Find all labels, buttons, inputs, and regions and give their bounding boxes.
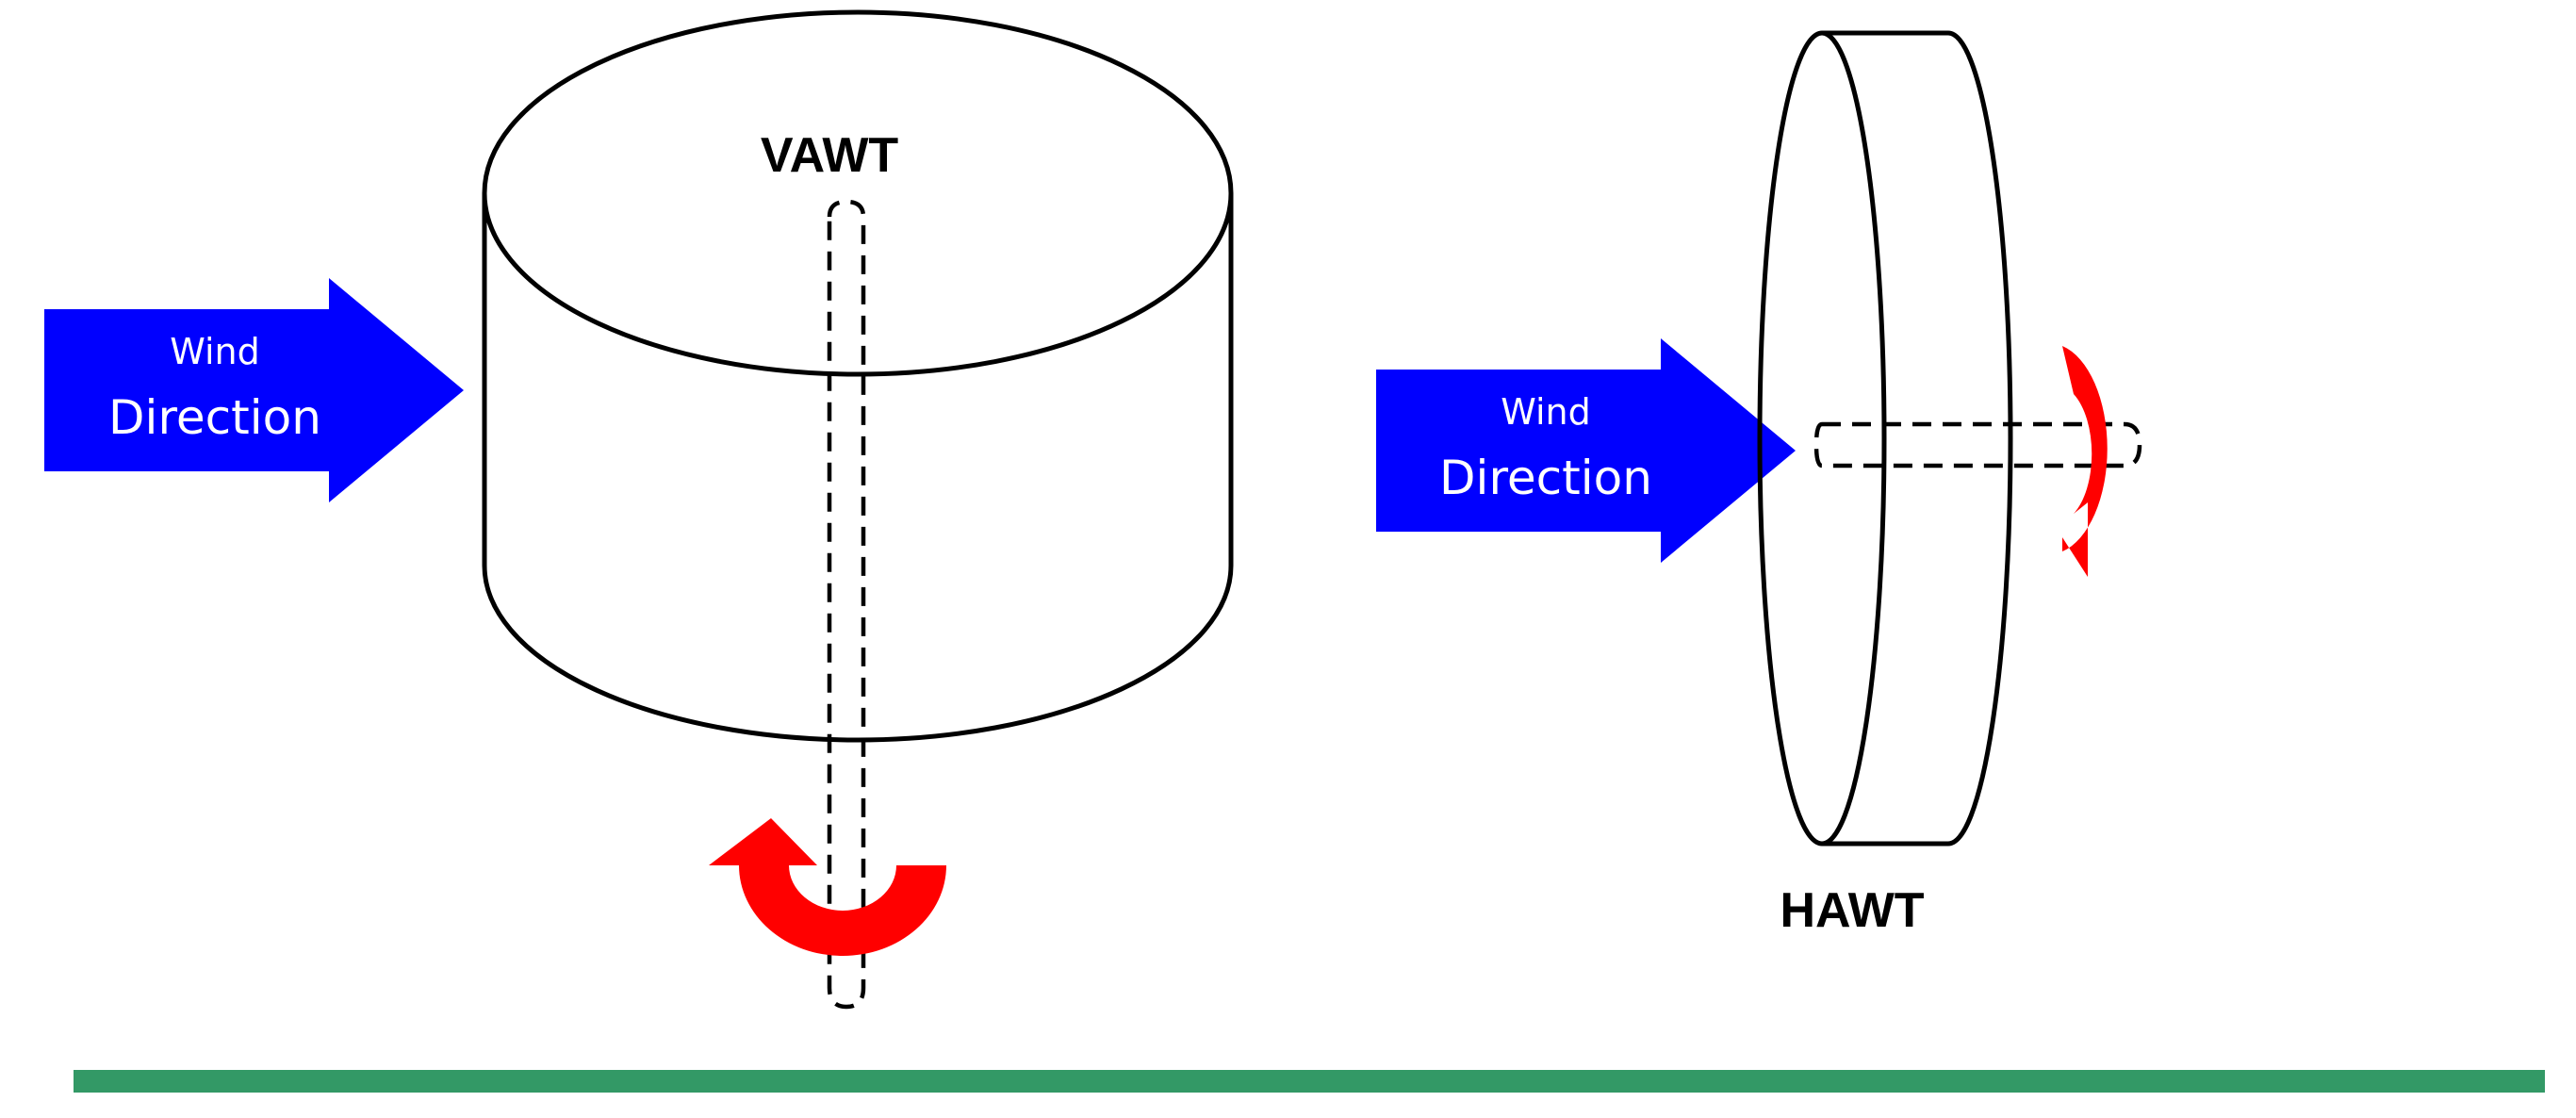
vawt-cylinder — [482, 9, 1234, 743]
hawt-rotation-arrow — [2062, 346, 2108, 577]
hawt-wind-label: Wind — [1501, 391, 1591, 433]
vawt-wind-arrow-shape — [44, 278, 464, 502]
hawt-shaft-outline — [1813, 421, 2142, 469]
vawt-shaft — [827, 199, 866, 1010]
vawt-cylinder-top — [482, 9, 1234, 377]
hawt-direction-label: Direction — [1439, 451, 1652, 505]
hawt-rotation-arrow-shape — [2062, 346, 2108, 577]
vawt-direction-label: Direction — [108, 390, 321, 445]
hawt-group: Wind Direction HAWT — [1376, 30, 2142, 938]
vawt-group: Wind Direction VAWT — [44, 9, 1234, 1010]
hawt-wind-arrow-shape — [1376, 338, 1796, 563]
hawt-label: HAWT — [1780, 883, 1924, 938]
vawt-shaft-outline — [827, 199, 866, 1010]
vawt-cylinder-side — [482, 193, 1234, 743]
hawt-disk-front — [1757, 30, 1887, 847]
hawt-shaft — [1813, 421, 2142, 469]
vawt-wind-arrow: Wind Direction — [44, 278, 464, 502]
vawt-rotation-arrow — [709, 818, 946, 956]
vawt-label: VAWT — [761, 128, 899, 183]
vawt-wind-label: Wind — [170, 331, 260, 372]
ground-line — [74, 1070, 2545, 1093]
hawt-disk — [1757, 30, 2013, 847]
hawt-disk-body — [1822, 30, 2013, 847]
vawt-rotation-arrow-shape — [709, 818, 946, 956]
hawt-wind-arrow: Wind Direction — [1376, 338, 1796, 563]
